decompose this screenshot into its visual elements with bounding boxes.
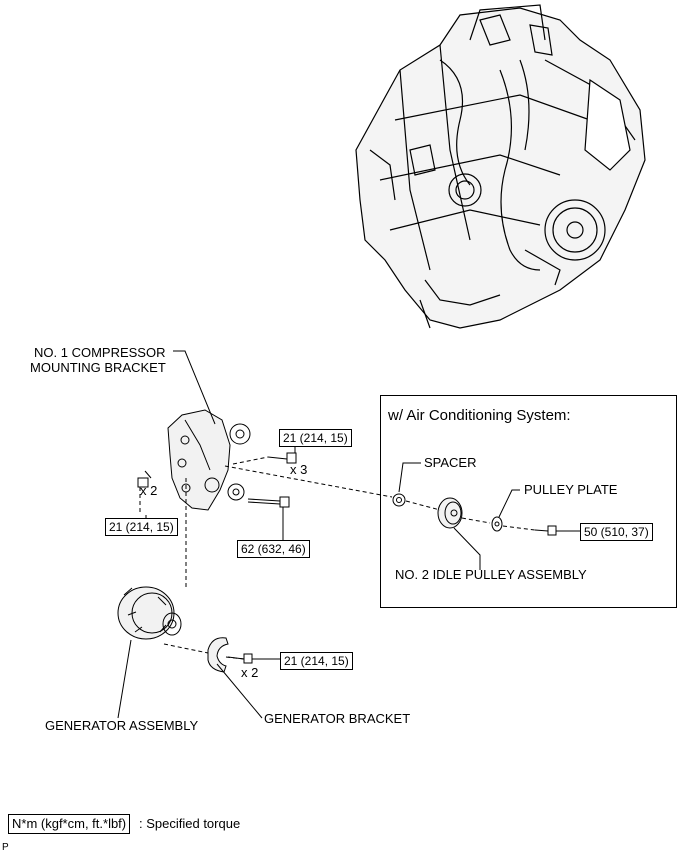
pulley-bolt-torque: 50 (510, 37) — [580, 523, 653, 541]
spacer-label: SPACER — [424, 455, 477, 470]
compressor-mounting-bracket — [167, 409, 251, 511]
air-conditioning-section — [380, 395, 677, 608]
bracket-bolt-x3-torque: 21 (214, 15) — [279, 429, 352, 447]
engine-illustration — [355, 4, 646, 329]
bracket-bolt-x3-quantity: x 3 — [290, 462, 308, 477]
generator-bracket-shape — [207, 637, 229, 673]
page-mark: P — [2, 842, 9, 853]
compressor-bracket-label-line2: MOUNTING BRACKET — [30, 360, 166, 375]
torque-legend-description: : Specified torque — [139, 816, 241, 831]
spacer-shape — [392, 493, 406, 507]
compressor-bracket-label-line1: NO. 1 COMPRESSOR — [34, 345, 166, 360]
generator-bracket-bolt-quantity: x 2 — [241, 665, 259, 680]
assembly-lines — [139, 456, 536, 660]
bracket-bolt-x3-shape — [267, 452, 297, 464]
air-conditioning-section-title: w/ Air Conditioning System: — [388, 407, 571, 424]
pulley-plate-label: PULLEY PLATE — [524, 482, 618, 497]
generator-bracket-label: GENERATOR BRACKET — [264, 711, 411, 726]
bracket-bolt-x2-torque: 21 (214, 15) — [105, 518, 178, 536]
generator-assembly-shape — [117, 586, 182, 640]
idle-pulley-label: NO. 2 IDLE PULLEY ASSEMBLY — [395, 567, 587, 582]
generator-assembly-label: GENERATOR ASSEMBLY — [45, 718, 199, 733]
leader-lines — [117, 350, 580, 719]
bracket-bolt-x2-quantity: x 2 — [140, 483, 158, 498]
pulley-plate-shape — [491, 516, 503, 532]
bracket-bolt-x2-shape — [137, 470, 152, 488]
idle-pulley-shape — [437, 497, 463, 529]
generator-bracket-bolt-torque: 21 (214, 15) — [280, 652, 353, 670]
long-bolt-shape — [247, 496, 290, 508]
torque-legend-unit-box: N*m (kgf*cm, ft.*lbf) — [8, 814, 131, 834]
long-bolt-torque: 62 (632, 46) — [237, 540, 310, 558]
